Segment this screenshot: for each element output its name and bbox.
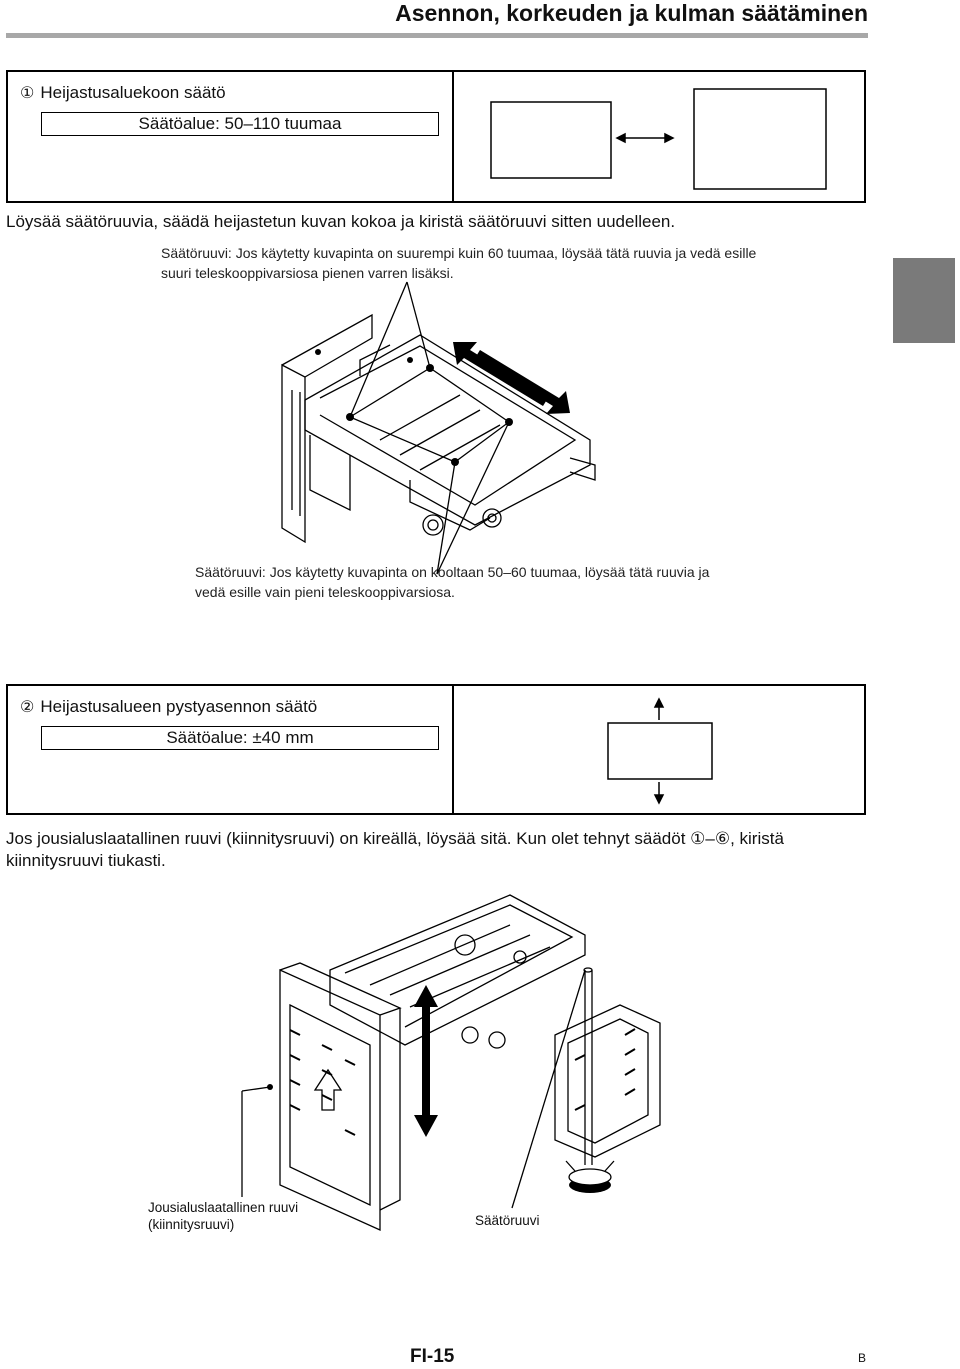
screen-size-illustration bbox=[490, 88, 827, 190]
section2-heading-text: Heijastusalueen pystyasennon säätö bbox=[40, 697, 318, 716]
adjust-knob-icon bbox=[565, 1160, 615, 1193]
double-arrow-horizontal-icon bbox=[615, 132, 675, 144]
callout-line-4 bbox=[436, 421, 510, 575]
caption-fixing-screw: Jousialuslaatallinen ruuvi (kiinnitysruu… bbox=[148, 1200, 299, 1232]
extend-arrow-icon bbox=[453, 342, 570, 414]
detached-bracket bbox=[554, 1004, 661, 1158]
section2-number: ② bbox=[20, 699, 35, 716]
section1-number: ① bbox=[20, 85, 35, 102]
title-rule bbox=[6, 33, 868, 38]
arm-frame bbox=[304, 334, 591, 526]
section1-heading: ① Heijastusaluekoon säätö bbox=[20, 83, 226, 103]
section1-panel-right bbox=[454, 72, 864, 201]
page-number: FI-15 bbox=[410, 1346, 455, 1367]
section-tab-marker bbox=[893, 258, 955, 343]
section1-panel-left: ① Heijastusaluekoon säätö Säätöalue: 50–… bbox=[8, 72, 454, 201]
section2-panel: ② Heijastusalueen pystyasennon säätö Sää… bbox=[6, 684, 866, 815]
section1-note-large: Säätöruuvi: Jos käytetty kuvapinta on su… bbox=[161, 245, 757, 281]
mount-illustration-vertical bbox=[241, 894, 661, 1232]
arm-inner bbox=[348, 367, 511, 463]
callout-line-3 bbox=[436, 461, 456, 575]
section2-heading: ② Heijastusalueen pystyasennon säätö bbox=[20, 697, 317, 717]
wall-plate-top bbox=[281, 313, 373, 378]
vertical-position-illustration bbox=[607, 697, 713, 805]
arm-frame-2 bbox=[329, 894, 586, 1046]
wall-plate-2 bbox=[279, 968, 381, 1232]
caption-adjust-screw: Säätöruuvi bbox=[475, 1213, 540, 1228]
callout-adjust-screw bbox=[511, 969, 586, 1209]
wall-plate-front bbox=[281, 363, 306, 544]
mount-illustration-size bbox=[281, 281, 596, 575]
large-screen-rect bbox=[693, 88, 827, 190]
section1-note-small: Säätöruuvi: Jos käytetty kuvapinta on ko… bbox=[195, 564, 710, 600]
section2-instruction: Jos jousialuslaatallinen ruuvi (kiinnity… bbox=[6, 829, 784, 870]
arrow-down-icon bbox=[653, 782, 665, 805]
page-code: B bbox=[858, 1351, 867, 1365]
section1-heading-text: Heijastusaluekoon säätö bbox=[40, 83, 226, 102]
callout-fixing-screw bbox=[241, 1086, 271, 1092]
section1-instruction: Löysää säätöruuvia, säädä heijastetun ku… bbox=[6, 212, 676, 231]
section2-panel-left: ② Heijastusalueen pystyasennon säätö Sää… bbox=[8, 686, 454, 813]
section1-range-box: Säätöalue: 50–110 tuumaa bbox=[41, 112, 439, 136]
section1-panel: ① Heijastusaluekoon säätö Säätöalue: 50–… bbox=[6, 70, 866, 203]
page-title: Asennon, korkeuden ja kulman säätäminen bbox=[395, 0, 868, 26]
section2-range-box: Säätöalue: ±40 mm bbox=[41, 726, 439, 750]
screen-rect bbox=[607, 722, 713, 780]
section2-panel-right bbox=[454, 686, 864, 813]
callout-line-2 bbox=[406, 281, 431, 369]
small-screen-rect bbox=[490, 101, 612, 179]
arrow-up-icon bbox=[653, 697, 665, 720]
vertical-adjust-arrow-icon bbox=[414, 985, 438, 1137]
callout-line-1 bbox=[349, 281, 408, 418]
